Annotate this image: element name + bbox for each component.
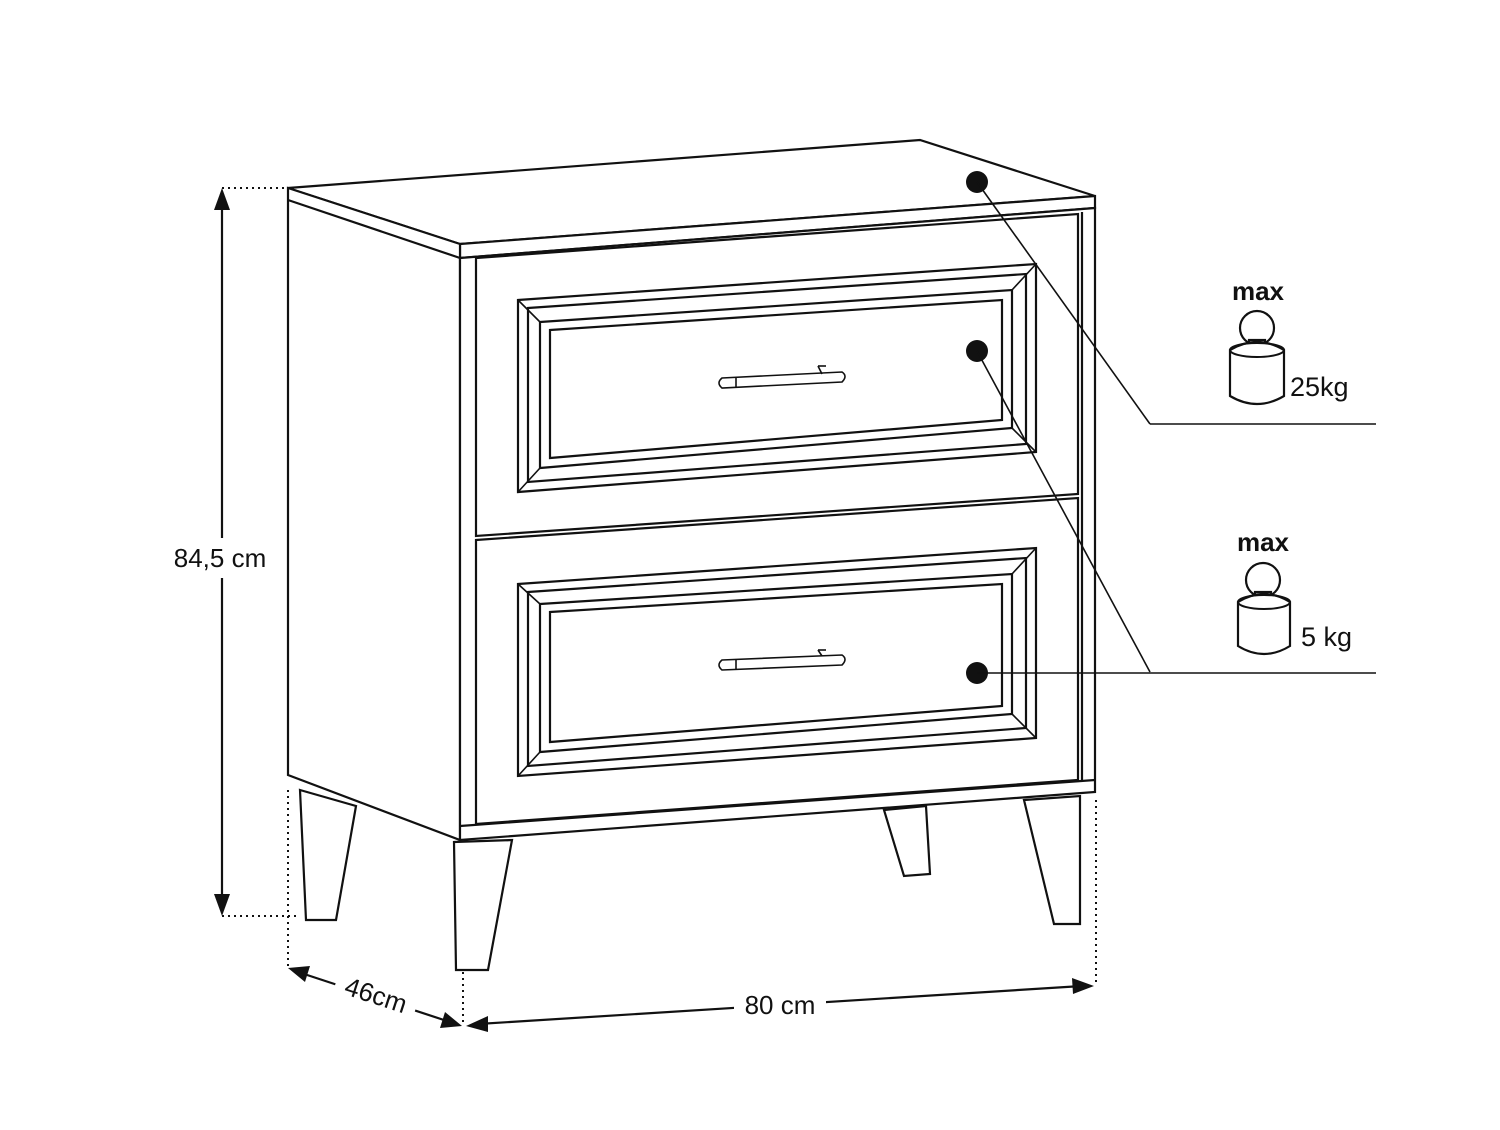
load-value-top: 25kg xyxy=(1290,372,1349,402)
width-dimension: 80 cm xyxy=(466,800,1097,1032)
weight-icon xyxy=(1228,309,1286,406)
drawer-handle-icon xyxy=(718,365,846,389)
dresser xyxy=(286,138,1097,972)
height-label: 84,5 cm xyxy=(174,543,267,573)
load-limit-drawer: max 5 kg xyxy=(1236,527,1352,656)
load-value-drawer: 5 kg xyxy=(1301,622,1352,652)
dresser-legs xyxy=(298,788,1082,972)
drawer-bottom[interactable] xyxy=(474,496,1080,826)
max-label: max xyxy=(1232,276,1285,306)
max-label: max xyxy=(1237,527,1290,557)
drawer-handle-icon xyxy=(718,649,846,671)
weight-icon xyxy=(1236,561,1292,656)
height-dimension: 84,5 cm xyxy=(166,187,300,917)
load-callouts xyxy=(966,171,1376,684)
dresser-side-panel xyxy=(286,186,462,842)
drawer-top[interactable] xyxy=(474,212,1080,538)
load-limit-top: max 25kg xyxy=(1228,276,1349,406)
width-label: 80 cm xyxy=(745,990,816,1020)
